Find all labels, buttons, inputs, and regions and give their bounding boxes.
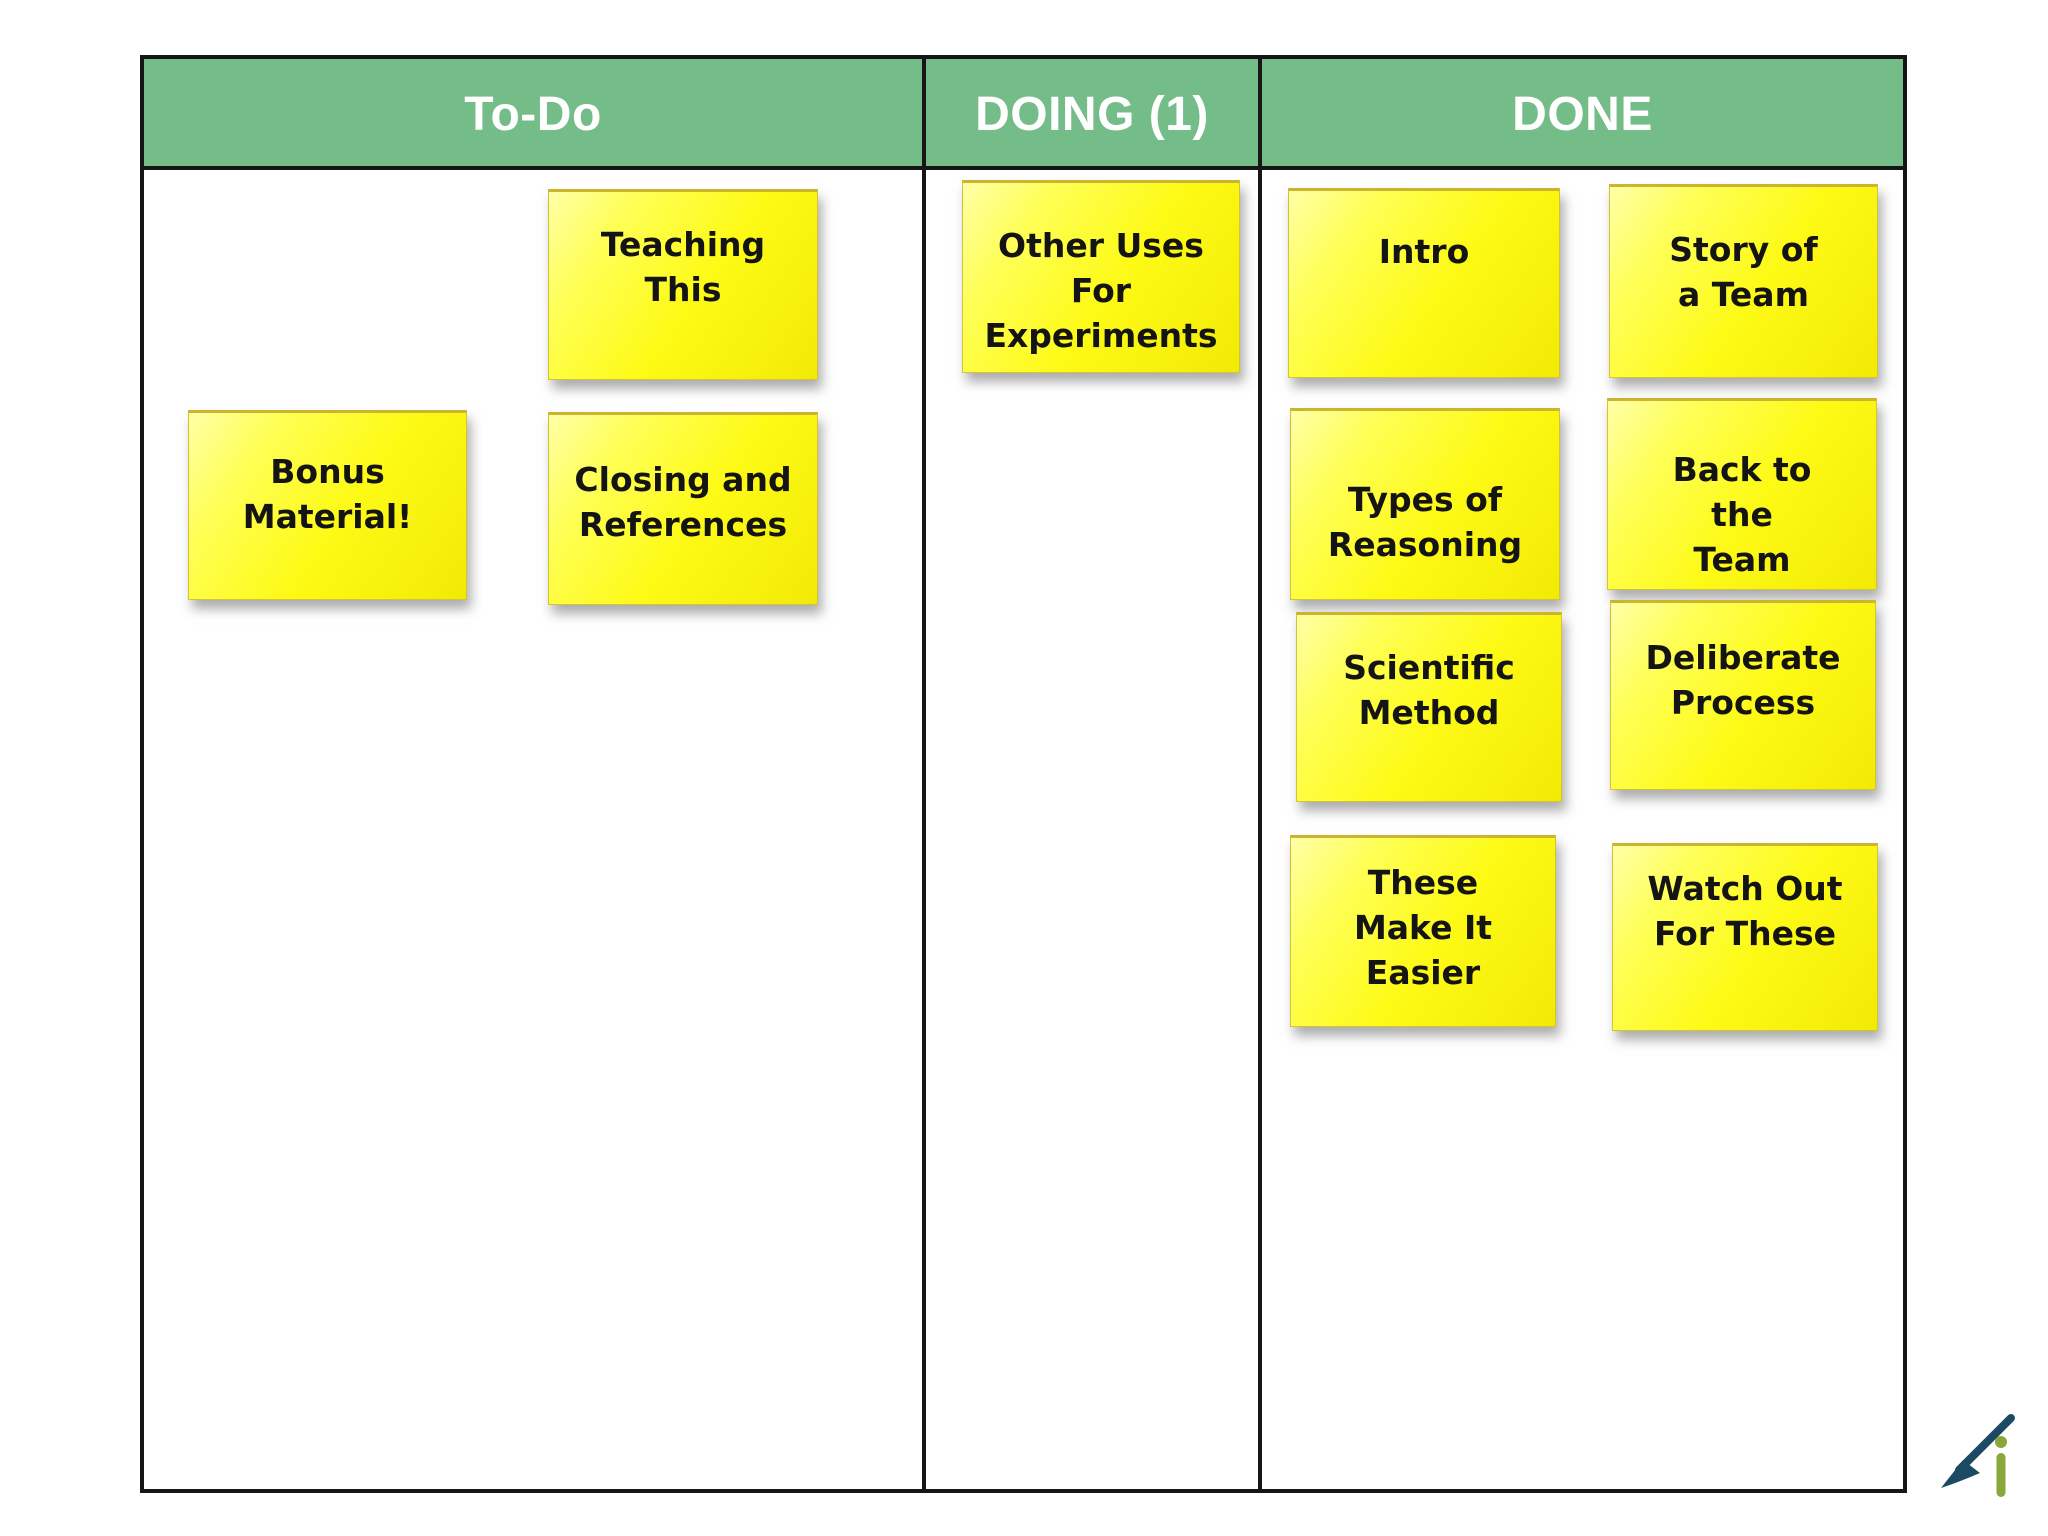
note-scientific-method[interactable]: Scientific Method: [1296, 612, 1562, 802]
column-divider-doing-done: [1258, 59, 1262, 1489]
note-bonus-material[interactable]: Bonus Material!: [188, 410, 467, 600]
note-intro[interactable]: Intro: [1288, 188, 1560, 378]
logo-i-stem-icon: [1996, 1453, 2006, 1497]
column-divider-todo-doing: [922, 59, 926, 1489]
note-teaching-this[interactable]: Teaching This: [548, 189, 818, 380]
note-back-to-the-team[interactable]: Back to the Team: [1607, 398, 1877, 590]
note-these-make-it-easier[interactable]: These Make It Easier: [1290, 835, 1556, 1027]
column-header-done: DONE: [1512, 88, 1653, 141]
logo-i-dot-icon: [1995, 1436, 2007, 1448]
arrow-i-logo: [1941, 1414, 2015, 1497]
note-other-uses-for-experiments[interactable]: Other Uses For Experiments: [962, 180, 1240, 373]
note-story-of-a-team[interactable]: Story of a Team: [1609, 184, 1878, 378]
note-closing-and-references[interactable]: Closing and References: [548, 412, 818, 605]
board-header-band: [144, 59, 1903, 170]
logo-arrow-shaft-icon: [1955, 1414, 2015, 1474]
logo-arrowhead-icon: [1941, 1460, 1980, 1488]
note-deliberate-process[interactable]: Deliberate Process: [1610, 600, 1876, 790]
note-types-of-reasoning[interactable]: Types of Reasoning: [1290, 408, 1560, 600]
note-watch-out-for-these[interactable]: Watch Out For These: [1612, 843, 1878, 1031]
column-header-todo: To-Do: [464, 88, 602, 141]
column-header-doing: DOING (1): [975, 88, 1209, 141]
